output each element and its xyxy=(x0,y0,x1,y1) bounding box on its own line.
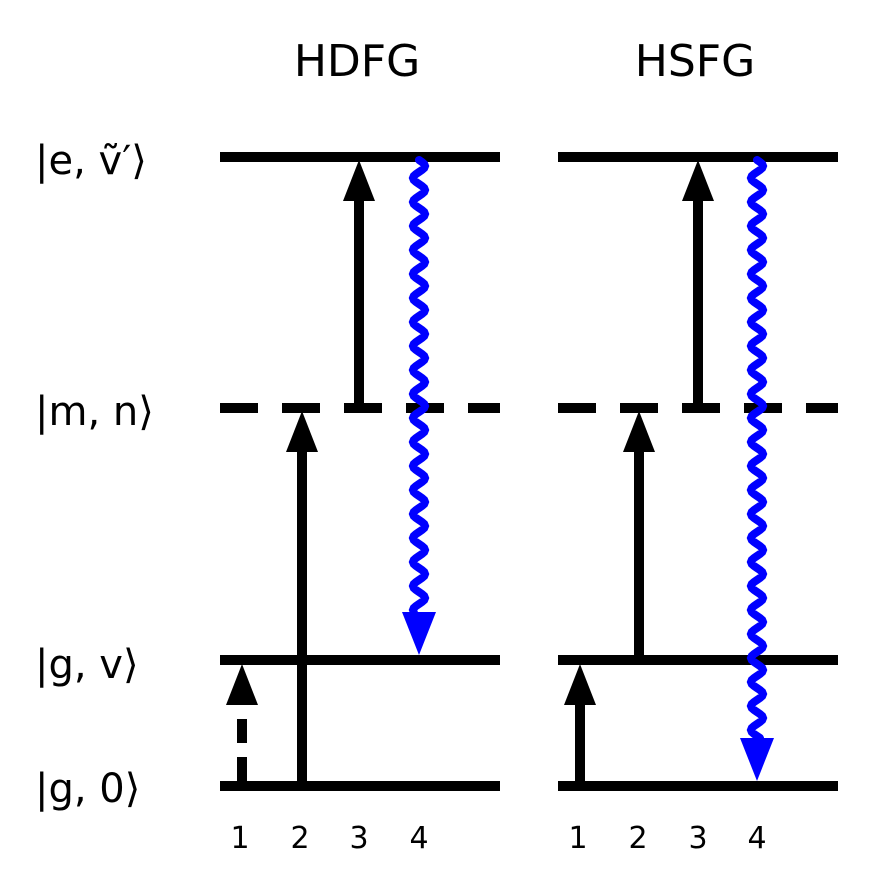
step-label-2: 2 xyxy=(628,821,647,856)
state-label-gv: |g, v⟩ xyxy=(35,642,139,688)
transition-2-hdfg xyxy=(286,411,318,781)
transition-2-hsfg xyxy=(623,411,655,660)
step-labels-hdfg: 1 2 3 4 xyxy=(230,821,428,856)
step-labels-hsfg: 1 2 3 4 xyxy=(568,821,766,856)
step-label-1: 1 xyxy=(568,821,587,856)
panel-title-hsfg: HSFG xyxy=(635,36,755,87)
arrow-head xyxy=(623,411,655,452)
step-label-4: 4 xyxy=(409,821,428,856)
transition-1-hsfg xyxy=(564,664,596,781)
arrow-head xyxy=(564,664,596,705)
wavy-emission-line xyxy=(408,156,430,616)
step-label-3: 3 xyxy=(349,821,368,856)
transition-4-hsfg xyxy=(740,156,774,781)
panel-hsfg: HSFG 1 2 3 4 xyxy=(558,36,838,856)
step-label-4: 4 xyxy=(747,821,766,856)
state-label-m: |m, n⟩ xyxy=(35,389,154,435)
arrow-head xyxy=(226,664,258,705)
transition-3-hdfg xyxy=(343,160,375,408)
step-label-3: 3 xyxy=(688,821,707,856)
panel-hdfg: HDFG 1 2 3 4 xyxy=(220,36,500,856)
arrow-head xyxy=(286,411,318,452)
wavy-emission-line xyxy=(746,156,768,742)
state-labels: |e, ṽ′⟩ |m, n⟩ |g, v⟩ |g, 0⟩ xyxy=(35,138,154,812)
arrow-head xyxy=(343,160,375,201)
arrow-head xyxy=(682,160,714,201)
panel-title-hdfg: HDFG xyxy=(294,36,420,87)
state-label-e: |e, ṽ′⟩ xyxy=(35,138,147,184)
transition-1-hdfg xyxy=(226,664,258,781)
arrow-head xyxy=(402,612,436,655)
arrow-head xyxy=(740,738,774,781)
step-label-2: 2 xyxy=(290,821,309,856)
transition-3-hsfg xyxy=(682,160,714,408)
state-label-g0: |g, 0⟩ xyxy=(35,766,140,812)
transition-4-hdfg xyxy=(402,156,436,655)
step-label-1: 1 xyxy=(230,821,249,856)
